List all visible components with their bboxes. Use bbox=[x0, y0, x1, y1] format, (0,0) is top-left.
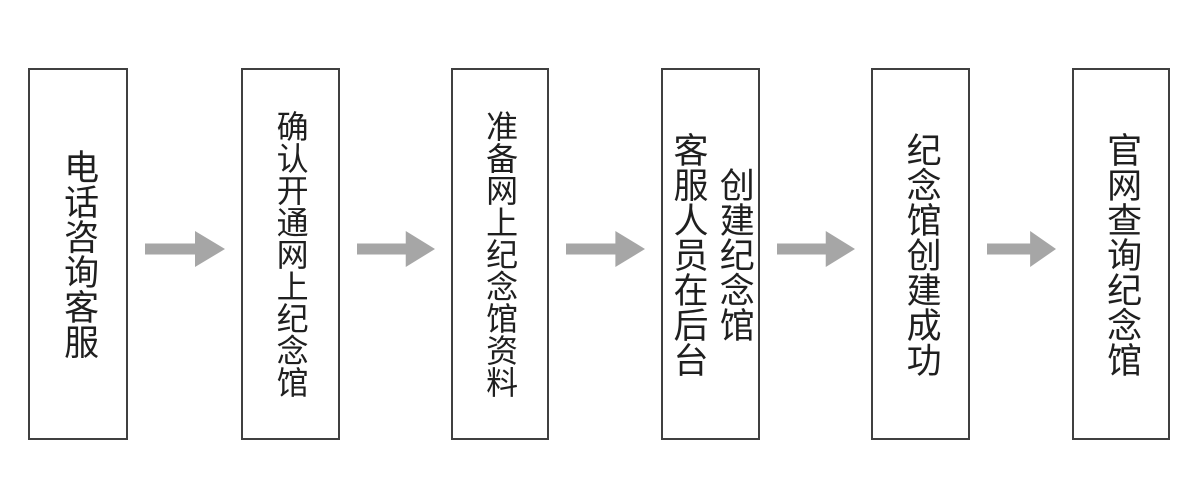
flow-step-3-box: 准备网上纪念馆资料 bbox=[451, 68, 549, 440]
arrow-right-icon bbox=[566, 231, 645, 267]
arrow-right-shape bbox=[566, 231, 645, 267]
flow-step-6-box: 官网查询纪念馆 bbox=[1072, 68, 1170, 440]
flow-step-5-label: 纪念馆创建成功 bbox=[901, 131, 941, 377]
flow-step-3-label: 准备网上纪念馆资料 bbox=[482, 110, 519, 398]
flow-step-4-box: 客服人员在后台 创建纪念馆 bbox=[661, 68, 760, 440]
arrow-right-shape bbox=[145, 231, 225, 267]
arrow-right-shape bbox=[987, 231, 1056, 267]
arrow-right-shape bbox=[777, 231, 855, 267]
arrow-right-shape bbox=[357, 231, 435, 267]
flow-step-4-label: 客服人员在后台 创建纪念馆 bbox=[668, 131, 754, 377]
flow-step-6-label: 官网查询纪念馆 bbox=[1102, 131, 1142, 377]
arrow-right-icon bbox=[777, 231, 855, 267]
flow-step-1-box: 电话咨询客服 bbox=[28, 68, 128, 440]
arrow-right-icon bbox=[357, 231, 435, 267]
flow-step-1-label: 电话咨询客服 bbox=[59, 149, 99, 359]
arrow-right-icon bbox=[987, 231, 1056, 267]
flow-step-2-box: 确认开通网上纪念馆 bbox=[241, 68, 340, 440]
flow-step-5-box: 纪念馆创建成功 bbox=[871, 68, 970, 440]
flow-step-2-label: 确认开通网上纪念馆 bbox=[272, 110, 309, 398]
arrow-right-icon bbox=[145, 231, 225, 267]
